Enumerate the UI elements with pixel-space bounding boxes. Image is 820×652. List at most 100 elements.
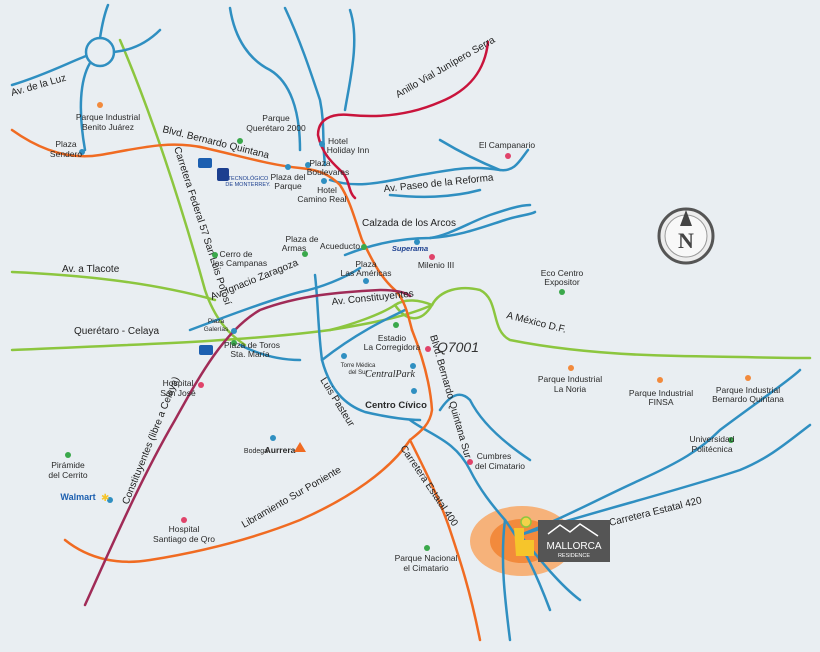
road-a-mexico (430, 286, 812, 360)
pin-cerro-campanas[interactable] (212, 252, 218, 258)
tec-logo-icon (217, 168, 229, 181)
label-parque-benito-2: Benito Juárez (82, 122, 134, 132)
pin-milenio[interactable] (429, 254, 435, 260)
label-parque-finsa-1: Parque Industrial (629, 388, 693, 398)
mallorca-sub: RESIDENCE (558, 553, 590, 559)
label-el-campanario: El Campanario (479, 140, 535, 150)
label-parque-bq-2: Bernardo Quintana (712, 394, 784, 404)
label-hospital-santiago-2: Santiago de Qro (153, 534, 215, 544)
road-green-link (328, 303, 397, 332)
pin-plaza-parque[interactable] (285, 164, 291, 170)
pin-q7001[interactable] (425, 346, 431, 352)
label-libramiento: Libramiento Sur Poniente (240, 464, 344, 530)
pin-hospital-santiago[interactable] (181, 517, 187, 523)
label-plaza-galerias-2: Galerías (204, 326, 229, 333)
mallorca-logo[interactable]: MALLORCA RESIDENCE (514, 520, 610, 562)
mallorca-badge (538, 520, 610, 562)
label-cumbres-2: del Cimatario (475, 461, 525, 471)
label-plaza-sendero-1: Plaza (55, 139, 77, 149)
label-plaza-armas-2: Armas (282, 243, 307, 253)
walmart-spark-icon: ✱ (101, 493, 109, 504)
pin-acueducto[interactable] (361, 244, 367, 250)
pin-hotel-camino[interactable] (321, 178, 327, 184)
pin-parque-cimatario[interactable] (424, 545, 430, 551)
label-hotel-camino-2: Camino Real (297, 194, 346, 204)
label-plaza-armas-1: Plaza de (285, 234, 318, 244)
pin-central-park[interactable] (410, 363, 416, 369)
pin-walmart[interactable] (107, 497, 113, 503)
pin-eco-centro[interactable] (559, 289, 565, 295)
pin-plaza-toros[interactable] (231, 340, 237, 346)
label-cerro-campanas-2: las Campanas (213, 258, 267, 268)
label-milenio: Milenio III (418, 260, 454, 270)
mallorca-plot (514, 528, 534, 556)
pin-piramide[interactable] (65, 452, 71, 458)
sams-logo-icon (198, 158, 212, 168)
compass: N (657, 207, 715, 265)
label-hospital-sanjose-2: San José (160, 388, 196, 398)
pin-hotel-holiday[interactable] (319, 141, 325, 147)
pin-centro-civico[interactable] (411, 388, 417, 394)
pin-cumbres[interactable] (467, 459, 473, 465)
label-parque-noria-1: Parque Industrial (538, 374, 602, 384)
pin-superama[interactable] (414, 239, 420, 245)
road-ignacio-zaragoza (188, 266, 362, 332)
road-libramiento (63, 438, 412, 564)
road-queretaro-celaya (10, 303, 434, 352)
road-blvd-bernardo (10, 128, 414, 332)
label-parque-qro-2: Querétaro 2000 (246, 123, 306, 133)
compass-arrow-icon (680, 210, 692, 226)
label-central-park: CentralPark (365, 369, 416, 380)
label-bodega-1: Bodega (244, 448, 268, 455)
label-parque-qro-1: Parque (262, 113, 290, 123)
compass-letter: N (678, 228, 694, 253)
road-carretera-400 (408, 438, 482, 642)
pin-hospital-sanjose[interactable] (198, 382, 204, 388)
road-calzada-arcos (343, 210, 537, 257)
label-plaza-parque-2: Parque (274, 181, 302, 191)
label-tec-1: TECNOLÓGICO (228, 175, 269, 182)
pin-universidad[interactable] (728, 437, 734, 443)
pin-parque-benito[interactable] (97, 102, 103, 108)
pins (65, 102, 751, 551)
label-av-tlacote: Av. a Tlacote (62, 264, 120, 275)
label-cerro-campanas-1: Cerro de (219, 249, 252, 259)
pin-torre-medica[interactable] (341, 353, 347, 359)
road-anillo-vial (316, 40, 490, 200)
label-plaza-toros-1: Plaza de Toros (224, 340, 280, 350)
label-plaza-sendero-2: Sendero (50, 149, 82, 159)
label-plaza-galerias-1: Plaza (208, 318, 225, 325)
road-constituyentes-libre (83, 288, 412, 607)
label-superama: Superama (392, 244, 428, 253)
pin-bodega[interactable] (270, 435, 276, 441)
label-plaza-americas-2: Las Américas (340, 268, 391, 278)
pin-parque-bq[interactable] (745, 375, 751, 381)
label-luis-pasteur: Luis Pasteur (317, 376, 356, 430)
pin-parque-finsa[interactable] (657, 377, 663, 383)
label-parque-bq-1: Parque Industrial (716, 385, 780, 395)
label-plaza-parque-1: Plaza del (271, 172, 306, 182)
label-hotel-holiday-1: Hotel (328, 136, 348, 146)
pin-plaza-boulevares[interactable] (305, 162, 311, 168)
bodega-logo-icon (294, 442, 306, 452)
pin-plaza-armas[interactable] (302, 251, 308, 257)
red-roads (316, 40, 490, 200)
pin-el-campanario[interactable] (505, 153, 511, 159)
label-hotel-camino-1: Hotel (317, 185, 337, 195)
label-eco-centro-1: Eco Centro (541, 268, 584, 278)
label-carretera-400: Carretera Estatal 400 (398, 444, 461, 529)
label-bodega-2: Aurrera (265, 445, 296, 455)
label-acueducto: Acueducto (320, 241, 360, 251)
pin-mallorca[interactable] (520, 516, 532, 528)
label-piramide-1: Pirámide (51, 460, 85, 470)
label-plaza-americas-1: Plaza (355, 259, 377, 269)
pin-estadio[interactable] (393, 322, 399, 328)
pin-parque-qro2000[interactable] (237, 138, 243, 144)
pin-plaza-sendero[interactable] (79, 149, 85, 155)
label-centro-civico: Centro Cívico (365, 400, 427, 411)
pin-plaza-americas[interactable] (363, 278, 369, 284)
pin-plaza-galerias[interactable] (231, 328, 237, 334)
pin-parque-noria[interactable] (568, 365, 574, 371)
